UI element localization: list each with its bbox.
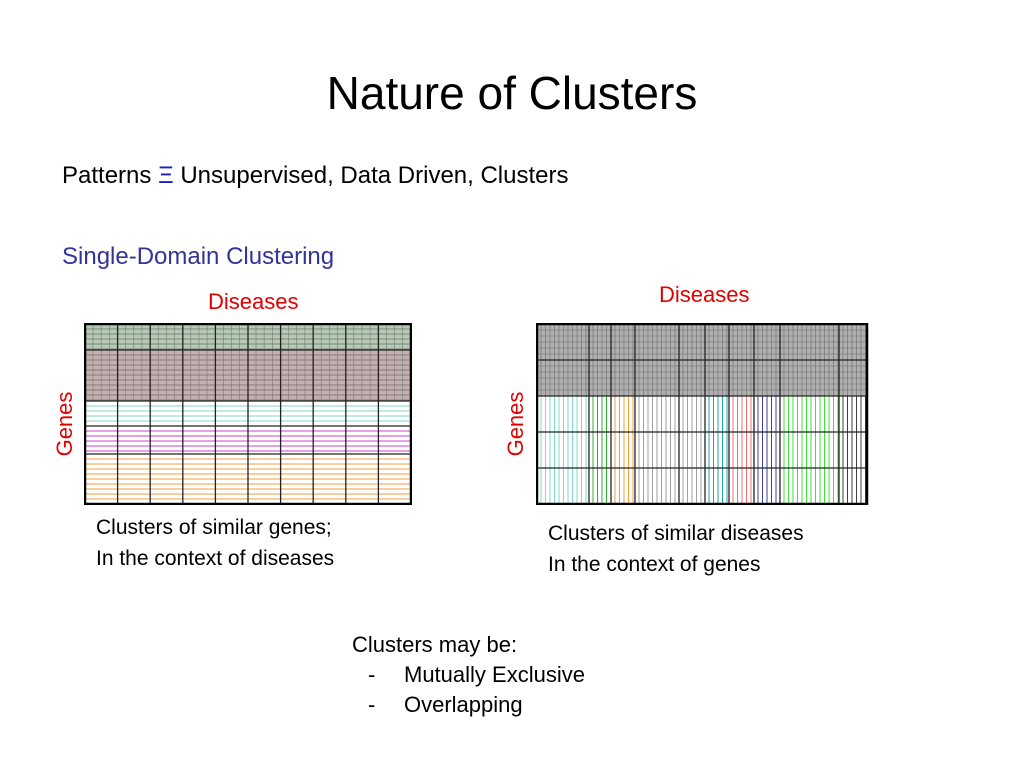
right-genes-label: Genes (503, 391, 528, 457)
left-diseases-label: Diseases (208, 289, 299, 314)
note-item-text: Overlapping (404, 692, 523, 717)
left-caption: Clusters of similar genes; In the contex… (96, 512, 334, 574)
disease-cluster-matrix (536, 323, 869, 505)
section-heading: Single-Domain Clustering (62, 243, 335, 270)
slide-title: Nature of Clusters (326, 67, 698, 119)
patterns-suffix: Unsupervised, Data Driven, Clusters (180, 162, 569, 189)
matrix-border (84, 323, 412, 505)
matrix-border (536, 323, 869, 505)
note-item-text: Mutually Exclusive (404, 662, 585, 687)
dash-bullet: - (368, 692, 376, 717)
right-caption: Clusters of similar diseases In the cont… (548, 518, 804, 580)
gene-cluster-matrix (84, 323, 412, 505)
left-caption-line-2: In the context of diseases (96, 547, 335, 570)
right-diseases-label: Diseases (659, 282, 750, 307)
note-item: - Mutually Exclusive (352, 660, 585, 690)
patterns-prefix: Patterns (62, 162, 152, 189)
patterns-line: Patterns Ξ Unsupervised, Data Driven, Cl… (62, 162, 569, 190)
right-caption-line-2: In the context of genes (548, 553, 761, 576)
equivalence-symbol: Ξ (158, 162, 174, 189)
notes: Clusters may be: - Mutually Exclusive - Ov… (352, 630, 585, 720)
left-caption-line-1: Clusters of similar genes; (96, 516, 332, 539)
note-item: - Overlapping (352, 690, 585, 720)
notes-heading: Clusters may be: (352, 632, 518, 657)
left-genes-label: Genes (52, 391, 77, 457)
right-caption-line-1: Clusters of similar diseases (548, 522, 804, 545)
dash-bullet: - (368, 662, 376, 687)
